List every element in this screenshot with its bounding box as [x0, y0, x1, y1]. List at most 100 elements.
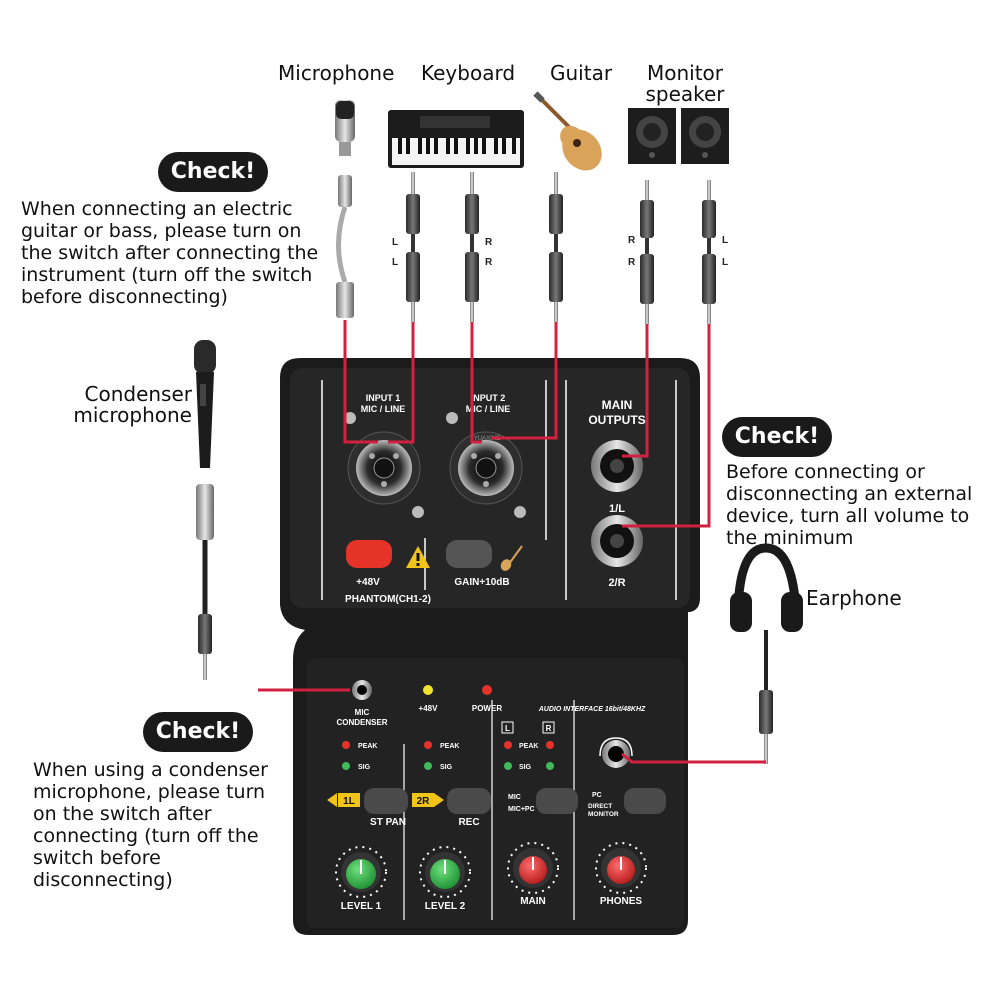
guitar-icon: [533, 91, 602, 171]
line-monitor-left-out1: [622, 324, 649, 458]
keyboard-label: Keyboard: [421, 61, 516, 85]
guitar-note-line: before disconnecting): [21, 286, 228, 308]
guitar-note-line: guitar or bass, please turn on: [21, 220, 302, 242]
level2-knob[interactable]: [419, 846, 471, 898]
xlr-cable-top: [336, 175, 354, 318]
input2-sublabel: MIC / LINE: [466, 404, 511, 414]
microphone-icon: [335, 100, 355, 156]
cable-mark-mon-left-2: R: [628, 257, 636, 268]
output-1l-label: 1/L: [609, 503, 625, 515]
mic-option-label: MIC: [508, 794, 521, 801]
condenser-microphone-label: Condenser microphone: [62, 384, 192, 426]
peak-label-main: PEAK: [519, 743, 538, 750]
keyboard-icon: [388, 110, 524, 168]
peak-led-main-r: [546, 741, 554, 749]
condenser-note: When using a condenser microphone, pleas…: [33, 759, 268, 891]
jack-cable-monitor-left: [640, 180, 654, 324]
sig-led-main-r: [546, 762, 554, 770]
jack-cable-keyboard-right: [465, 172, 479, 322]
output-jack-2r[interactable]: [591, 515, 643, 567]
sig-label-ch2: SIG: [440, 764, 453, 771]
pc-option-label: PC: [592, 792, 602, 799]
cable-mark-kb-right-2: R: [485, 257, 493, 268]
monitor-label-line1: Monitor: [646, 61, 724, 85]
btn-1l-label: 1L: [343, 796, 355, 807]
sig-label-main: SIG: [519, 764, 532, 771]
main-knob[interactable]: [507, 842, 559, 894]
monitor-source-button[interactable]: [536, 788, 578, 814]
condenser-label-line2: microphone: [73, 403, 192, 427]
mic-condenser-jack[interactable]: [352, 680, 372, 700]
l-box-label: L: [505, 724, 510, 733]
jack-cable-monitor-right: [702, 180, 716, 324]
condenser-note-line: microphone, please turn: [33, 781, 266, 803]
earphone-label: Earphone: [806, 586, 902, 610]
jack-cable-guitar: [549, 172, 563, 322]
phantom-48v-label: +48V: [356, 577, 380, 588]
peak-led-ch2: [424, 741, 432, 749]
monitor-speaker-label: Monitor speaker: [640, 63, 730, 105]
sig-label-ch1: SIG: [358, 764, 371, 771]
output-jack-1l[interactable]: [591, 440, 643, 492]
cable-mark-mon-left-1: R: [628, 235, 636, 246]
peak-led-ch1: [342, 741, 350, 749]
sig-led-ch1: [342, 762, 350, 770]
arrow-left-icon: [327, 793, 337, 807]
direct-monitor-button[interactable]: [624, 788, 666, 814]
led-48v-label: +48V: [419, 704, 439, 713]
cable-mark-kb-left-2: L: [392, 257, 398, 268]
phantom-48v-button[interactable]: [346, 540, 392, 568]
combo-jack-input1[interactable]: [344, 412, 424, 518]
phones-knob[interactable]: [595, 842, 647, 894]
condenser-note-line: switch before: [33, 847, 161, 869]
microphone-label: Microphone: [278, 61, 395, 85]
headphone-jack[interactable]: [599, 737, 633, 768]
jack-cable-keyboard-left: [406, 172, 420, 322]
condenser-label-line1: Condenser: [84, 382, 193, 406]
gain-10db-button[interactable]: [446, 540, 492, 568]
audio-interface-label: AUDIO INTERFACE 16bit/48KHZ: [538, 706, 646, 713]
cable-mark-kb-right-1: R: [485, 237, 493, 248]
line-keyboard-right-input2: [470, 322, 482, 444]
line-guitar-input2: [492, 322, 558, 440]
line-keyboard-left-input1: [388, 322, 415, 444]
sig-led-main-l: [504, 762, 512, 770]
input2-label: INPUT 2: [471, 393, 506, 403]
guitar-small-icon: [500, 545, 523, 571]
monitor-label: MONITOR: [588, 811, 619, 818]
rec-label: REC: [458, 817, 479, 828]
condenser-note-line: disconnecting): [33, 869, 173, 891]
volume-note-line: device, turn all volume to: [726, 505, 970, 527]
main-outputs-sublabel: OUTPUTS: [588, 413, 645, 427]
xlr-cable-condenser: [196, 484, 214, 680]
sig-led-ch2: [424, 762, 432, 770]
condenser-note-line: on the switch after: [33, 803, 212, 825]
line-microphone-input1: [343, 320, 378, 444]
level1-knob[interactable]: [335, 846, 387, 898]
peak-led-main-l: [504, 741, 512, 749]
brand-label: YUAXINE: [474, 436, 500, 442]
rec-button[interactable]: [447, 788, 491, 814]
guitar-note: When connecting an electric guitar or ba…: [21, 198, 318, 308]
mic-pc-option-label: MIC+PC: [508, 806, 535, 813]
btn-2r-label: 2R: [417, 796, 431, 807]
combo-jack-input2[interactable]: [446, 412, 526, 518]
gain-label: GAIN+10dB: [454, 577, 509, 588]
level1-label: LEVEL 1: [341, 901, 382, 912]
headphones-icon: [730, 543, 803, 764]
r-box: [542, 721, 555, 734]
output-2r-label: 2/R: [608, 577, 625, 589]
arrow-right-icon: [434, 793, 444, 807]
guitar-note-line: instrument (turn off the switch: [21, 264, 313, 286]
volume-note-line: Before connecting or: [726, 461, 925, 483]
volume-note-line: the minimum: [726, 527, 854, 549]
guitar-note-line: When connecting an electric: [21, 198, 293, 220]
guitar-label: Guitar: [550, 61, 613, 85]
check-badge-volume: Check!: [722, 417, 832, 457]
guitar-note-line: the switch after connecting the: [21, 242, 319, 264]
phantom-label: PHANTOM(CH1-2): [345, 594, 431, 605]
st-pan-button[interactable]: [364, 788, 408, 814]
level2-label: LEVEL 2: [425, 901, 466, 912]
cable-mark-mon-right-2: L: [722, 257, 728, 268]
